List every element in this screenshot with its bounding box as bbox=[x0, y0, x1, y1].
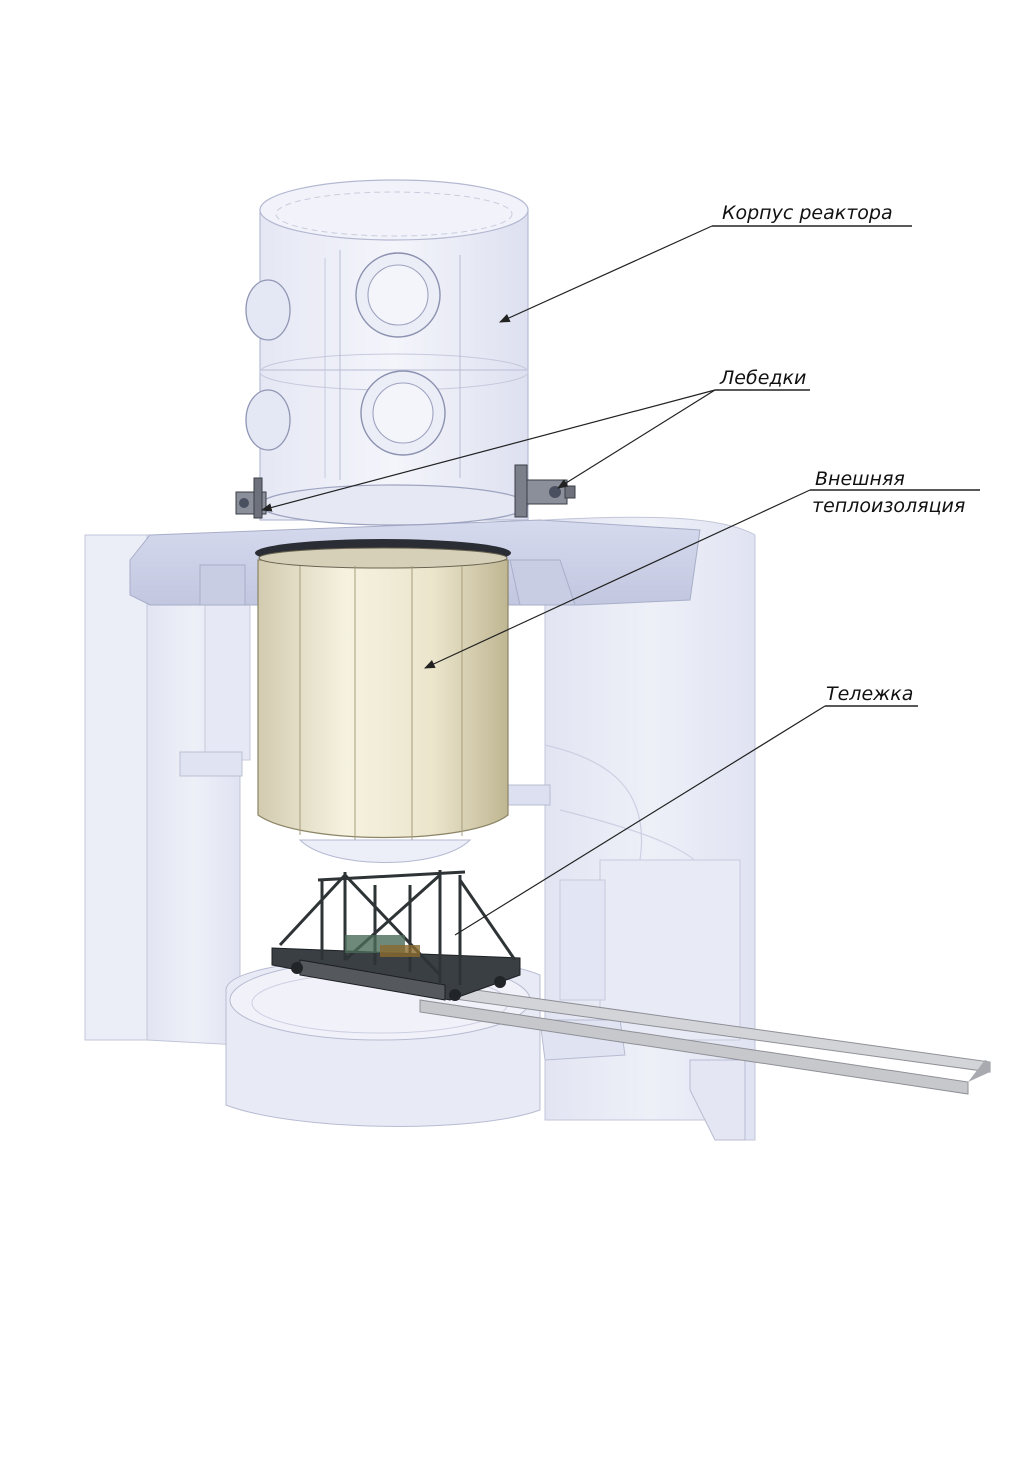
nozzle-3-inner bbox=[367, 264, 429, 326]
winch-left bbox=[235, 477, 267, 519]
label-insulation-line2: теплоизоляция bbox=[812, 495, 965, 517]
label-winches: Лебедки bbox=[719, 367, 806, 389]
cart-base-frame bbox=[271, 947, 521, 1001]
winch-right-post bbox=[514, 464, 528, 518]
rail-ends bbox=[968, 1060, 990, 1082]
left-recess bbox=[204, 599, 251, 761]
label-vessel: Корпус реактора bbox=[722, 202, 893, 224]
vessel-lower-flange bbox=[259, 484, 529, 526]
leader-winch-left bbox=[260, 389, 716, 512]
external-insulation bbox=[255, 539, 511, 863]
winch-right-motor bbox=[564, 485, 576, 499]
leader-vessel bbox=[499, 225, 713, 323]
insulation-top-rim bbox=[258, 547, 508, 569]
nozzle-4-inner bbox=[372, 382, 434, 444]
leader-insulation bbox=[424, 489, 811, 669]
rail-exit-block bbox=[689, 1059, 746, 1141]
reactor-vessel bbox=[245, 179, 529, 526]
cart-wheel-3 bbox=[494, 976, 506, 988]
cart-drive bbox=[380, 945, 420, 957]
vessel-nozzles bbox=[245, 252, 446, 456]
callout-labels: Корпус реактора Лебедки Внешняя теплоизо… bbox=[719, 202, 965, 705]
nozzle-2 bbox=[245, 389, 291, 451]
left-wall-block bbox=[84, 534, 148, 1041]
cart bbox=[271, 870, 991, 1095]
vessel-top bbox=[259, 179, 529, 241]
ledge-notch-left bbox=[199, 564, 246, 606]
vessel-bottom bbox=[298, 839, 472, 863]
left-step bbox=[179, 751, 243, 777]
winch-left-post bbox=[253, 477, 263, 519]
winch-right-drum bbox=[549, 486, 561, 498]
label-insulation-line1: Внешняя bbox=[815, 468, 905, 490]
ledge-notch-right bbox=[509, 559, 576, 606]
vessel-top-flange bbox=[275, 191, 513, 237]
insulation-body bbox=[257, 559, 509, 839]
winch-right bbox=[514, 464, 576, 518]
callout-leaders bbox=[260, 225, 980, 936]
cart-wheel-1 bbox=[291, 962, 303, 974]
nozzle-1 bbox=[245, 279, 291, 341]
label-cart: Тележка bbox=[826, 683, 913, 705]
right-inner-curve bbox=[544, 744, 642, 861]
winch-left-drum bbox=[239, 498, 249, 508]
leader-cart bbox=[454, 705, 826, 936]
rail-lower bbox=[419, 999, 969, 1095]
leader-winch-right bbox=[557, 389, 716, 489]
cart-wheel-2 bbox=[449, 989, 461, 1001]
right-inner-column bbox=[559, 879, 606, 1001]
winches bbox=[235, 464, 576, 519]
